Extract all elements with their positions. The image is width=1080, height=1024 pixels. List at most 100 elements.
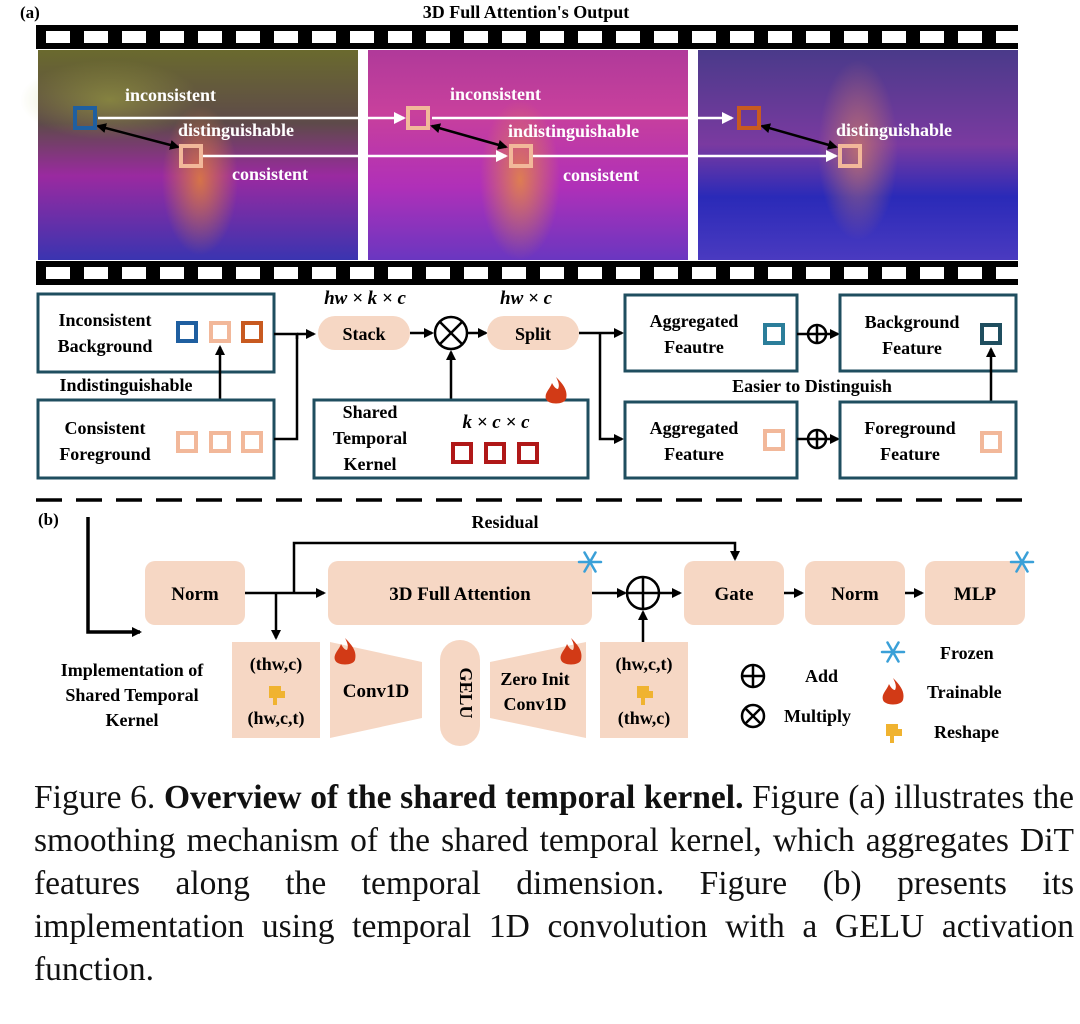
gate-box (684, 561, 784, 625)
film-perforation (236, 31, 260, 43)
film-perforation (84, 31, 108, 43)
pointing-hand-icon (269, 686, 285, 705)
film-strip-top (36, 25, 1020, 49)
consistent-foreground-line1: Consistent (64, 418, 145, 438)
norm-box-2 (805, 561, 905, 625)
film-perforation (502, 31, 526, 43)
legend-trainable: Trainable (927, 682, 1002, 702)
residual-connector (292, 541, 740, 593)
label-distinguishable-3: distinguishable (836, 120, 952, 140)
film-perforation (768, 267, 792, 279)
svg-text:Feature: Feature (880, 444, 940, 464)
inconsistent-background-line2: Background (58, 336, 153, 356)
flame-icon (545, 377, 567, 404)
film-perforation (540, 267, 564, 279)
figure: (a) 3D Full Attention's Output (20, 2, 1035, 746)
aggregated-feature-box: Aggregated Feature (623, 400, 799, 480)
residual-label: Residual (471, 512, 538, 532)
svg-text:Shared Temporal: Shared Temporal (65, 685, 198, 705)
film-perforation (920, 267, 944, 279)
add-symbol-b (625, 575, 661, 611)
film-perforation (920, 31, 944, 43)
film-perforation (730, 267, 754, 279)
legend-reshape: Reshape (934, 722, 999, 742)
film-perforation (806, 31, 830, 43)
indistinguishable-label: Indistinguishable (59, 375, 192, 395)
svg-text:(thw,c): (thw,c) (618, 708, 671, 729)
label-indistinguishable-2: indistinguishable (508, 121, 639, 141)
film-perforation (198, 267, 222, 279)
split-label: Split (515, 324, 551, 344)
film-perforation (882, 31, 906, 43)
svg-text:Feature: Feature (664, 444, 724, 464)
panel-a-title: 3D Full Attention's Output (423, 2, 630, 22)
film-perforation (198, 31, 222, 43)
flame-icon (560, 638, 582, 665)
gelu-pill: GELU (440, 640, 480, 746)
aggregated-feautre-box: Aggregated Feautre (623, 293, 799, 373)
figure-caption: Figure 6. Overview of the shared tempora… (34, 776, 1074, 991)
film-perforation (160, 31, 184, 43)
film-perforation (578, 267, 602, 279)
conv1d-shape: Conv1D (330, 642, 422, 738)
split-output-connectors (579, 328, 624, 444)
film-perforation (426, 31, 450, 43)
background-feature-box: Background Feature (838, 293, 1018, 373)
svg-text:Aggregated: Aggregated (650, 311, 739, 331)
legend-multiply-icon (740, 703, 766, 729)
svg-text:(thw,c): (thw,c) (250, 654, 303, 675)
legend-multiply: Multiply (784, 706, 851, 726)
film-perforation (996, 31, 1020, 43)
film-perforation (844, 267, 868, 279)
caption-text: Figure (a) illustrates the smoothing mec… (34, 779, 1075, 988)
zero-init-conv1d-shape: Zero Init Conv1D (490, 642, 586, 738)
film-perforation (464, 267, 488, 279)
svg-text:Foreground: Foreground (864, 418, 955, 438)
caption-prefix: Figure 6. (34, 779, 156, 816)
svg-text:(hw,c,t): (hw,c,t) (248, 708, 305, 729)
film-perforation (578, 31, 602, 43)
film-perforation (996, 267, 1020, 279)
film-perforation (122, 31, 146, 43)
inconsistent-background-box: Inconsistent Background (36, 292, 276, 374)
split-box (487, 316, 579, 350)
film-perforation (464, 31, 488, 43)
film-perforation (616, 31, 640, 43)
panel-a-label: (a) (20, 3, 40, 22)
pointing-hand-icon (637, 686, 653, 705)
split-dim-label: hw × c (500, 288, 553, 309)
norm-label-1: Norm (171, 584, 219, 605)
svg-text:Kernel: Kernel (344, 454, 397, 474)
inconsistent-background-line1: Inconsistent (58, 310, 151, 330)
film-perforation (274, 267, 298, 279)
film-perforation (502, 267, 526, 279)
film-perforation (654, 31, 678, 43)
film-perforation (350, 31, 374, 43)
attention-box (328, 561, 592, 625)
svg-text:GELU: GELU (456, 667, 476, 718)
snowflake-icon (577, 551, 603, 573)
film-perforation (426, 267, 450, 279)
legend-add-icon (740, 663, 766, 689)
add-symbol-a1 (806, 323, 828, 345)
label-consistent-1: consistent (232, 164, 308, 184)
film-perforation (274, 31, 298, 43)
svg-text:(hw,c,t): (hw,c,t) (616, 654, 673, 675)
film-perforation (806, 267, 830, 279)
film-perforation (882, 267, 906, 279)
consistent-foreground-box: Consistent Foreground (36, 398, 276, 480)
film-perforation (46, 267, 70, 279)
mlp-label: MLP (954, 584, 997, 605)
norm-label-2: Norm (831, 584, 879, 605)
label-inconsistent-1: inconsistent (125, 85, 216, 105)
svg-text:Feature: Feature (882, 338, 942, 358)
film-perforation (540, 31, 564, 43)
film-perforation (388, 267, 412, 279)
gate-label: Gate (714, 584, 753, 605)
film-perforation (350, 267, 374, 279)
film-strip-bottom (36, 261, 1020, 285)
legend-frozen: Frozen (940, 643, 994, 663)
svg-text:Aggregated: Aggregated (650, 418, 739, 438)
legend: Add Multiply Frozen Trainable Reshape (740, 641, 1002, 743)
multiply-symbol (433, 315, 469, 351)
